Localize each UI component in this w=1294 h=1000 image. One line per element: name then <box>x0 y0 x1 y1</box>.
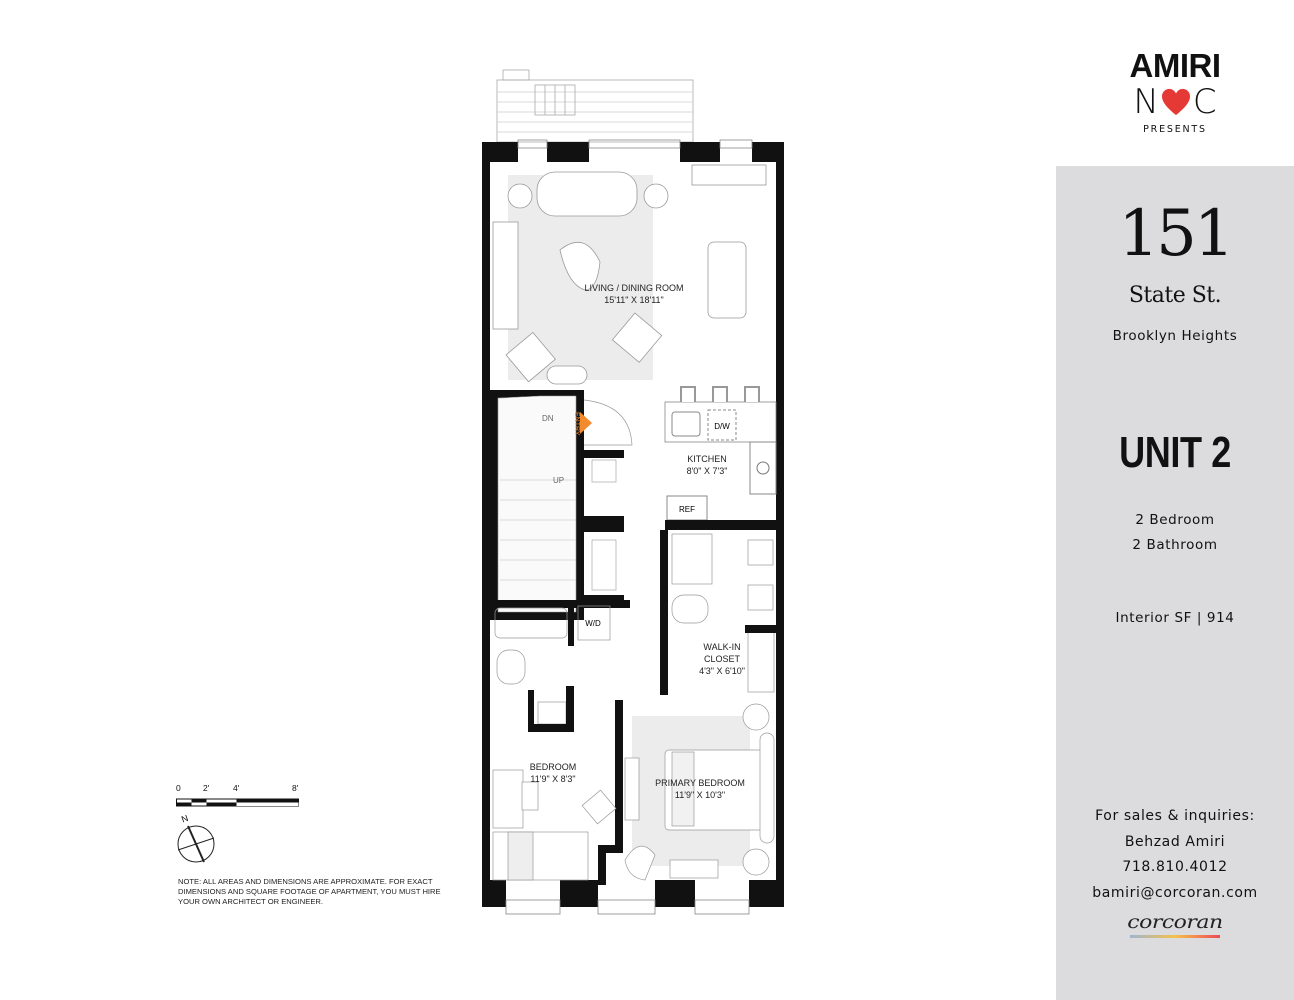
agent-phone[interactable]: 718.810.4012 <box>1122 859 1228 875</box>
living-furniture <box>492 164 767 385</box>
scale-tick-2: 2' <box>203 783 210 793</box>
interior-square-footage: Interior SF | 914 <box>1115 610 1235 626</box>
scale-labels: 0 2' 4' 8' <box>176 783 302 795</box>
primary-bedroom-dims: 11'9" X 10'3" <box>675 790 725 800</box>
bedroom-dims: 11'9" X 8'3" <box>530 774 575 784</box>
corcoran-logo: corcoran <box>1056 910 1294 938</box>
scale-tick-4: 4' <box>233 783 240 793</box>
dishwasher-label: D/W <box>714 422 730 431</box>
disclaimer-note: NOTE: ALL AREAS AND DIMENSIONS ARE APPRO… <box>178 877 441 906</box>
walk-in-closet-label: WALK-IN <box>703 642 740 652</box>
walk-in-closet-dims: 4'3" X 6'10" <box>699 666 745 676</box>
corcoran-wordmark: corcoran <box>1127 911 1223 934</box>
kitchen-dims: 8'0" X 7'3" <box>687 466 728 476</box>
entry-arrow-icon <box>580 412 592 434</box>
entry-label: ENTRY <box>573 412 580 436</box>
contact-heading: For sales & inquiries: <box>1095 808 1255 824</box>
north-compass-icon: N <box>177 813 215 863</box>
walk-in-closet-label-2: CLOSET <box>704 654 741 664</box>
amiri-nyc-logo: AMIRI N C PRESENTS <box>1110 47 1240 136</box>
primary-bedroom-label: PRIMARY BEDROOM <box>655 778 745 788</box>
street-name: State St. <box>1128 283 1222 308</box>
terrace <box>496 69 694 143</box>
listing-info-panel: 151 State St. Brooklyn Heights UNIT 2 2 … <box>1056 166 1294 1000</box>
living-room-dims: 15'11" X 18'11" <box>604 295 664 305</box>
agent-name: Behzad Amiri <box>1124 833 1226 850</box>
logo-c: C <box>1192 82 1217 122</box>
living-room-label: LIVING / DINING ROOM <box>584 283 683 293</box>
stairwell <box>497 395 577 613</box>
floor-plan: LIVING / DINING ROOM 15'11" X 18'11" DN … <box>482 69 784 915</box>
neighborhood: Brooklyn Heights <box>1112 328 1238 344</box>
refrigerator-label: REF <box>679 505 695 514</box>
contact-block: For sales & inquiries: Behzad Amiri 718.… <box>1056 804 1294 906</box>
logo-presents: PRESENTS <box>1143 124 1207 135</box>
unit-rooms: 2 Bedroom 2 Bathroom <box>1056 508 1294 558</box>
kitchen-label: KITCHEN <box>687 454 727 464</box>
compass-north-label: N <box>180 813 190 825</box>
scale-bar: 0 2' 4' 8' <box>176 783 302 813</box>
scale-tick-0: 0 <box>176 783 181 793</box>
corcoran-gradient-bar <box>1130 935 1220 938</box>
bathroom-count: 2 Bathroom <box>1132 537 1218 553</box>
building-number: 151 <box>1118 197 1234 271</box>
stair-down-label: DN <box>542 414 554 423</box>
logo-n: N <box>1133 82 1159 122</box>
heart-icon <box>1161 88 1190 116</box>
washer-dryer-label: W/D <box>585 619 601 628</box>
agent-email[interactable]: bamiri@corcoran.com <box>1092 884 1258 901</box>
bedroom-label: BEDROOM <box>530 762 577 772</box>
bedroom-count: 2 Bedroom <box>1135 512 1215 528</box>
scale-bar-graphic <box>176 798 299 807</box>
unit-title: UNIT 2 <box>1119 428 1231 477</box>
exterior-walls <box>482 142 784 907</box>
stair-up-label: UP <box>553 476 564 485</box>
logo-amiri-text: AMIRI <box>1129 47 1222 84</box>
logo-nyc: N C <box>1110 84 1240 120</box>
scale-tick-8: 8' <box>292 783 299 793</box>
